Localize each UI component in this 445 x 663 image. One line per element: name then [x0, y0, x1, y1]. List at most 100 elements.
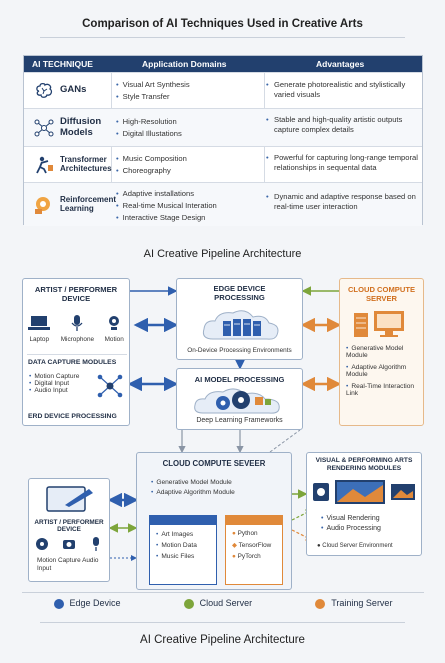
legend-label: Edge Device	[69, 598, 121, 609]
domain-item: Adaptive installations	[116, 189, 266, 198]
framework-item: ● Python	[232, 530, 282, 537]
footer-divider	[40, 622, 405, 623]
server-monitor-icon	[354, 311, 404, 337]
advantage-text: Powerful for capturing long-range tempor…	[266, 153, 419, 173]
performer-icon	[36, 156, 53, 173]
network-icon	[34, 119, 54, 136]
domain-list: Visual Art Synthesis Style Transfer	[116, 80, 266, 104]
header-domains: Application Domains	[142, 59, 227, 69]
tablet-stylus-icon	[46, 486, 93, 512]
domain-item: Digital Illustations	[116, 129, 266, 138]
artist-device-panel: ARTIST / PERFORMER DEVICE Laptop Microph…	[22, 278, 130, 426]
rendering-devices-icon	[313, 480, 415, 504]
framework-header	[226, 516, 282, 525]
advantage-text: Generate photorealistic and stylisticall…	[266, 80, 419, 100]
table-header: AI TECHNIQUE Application Domains Advanta…	[24, 56, 422, 72]
bottom-device-icons	[29, 537, 109, 551]
table-row: Reinforcement Learning Adaptive installa…	[24, 182, 422, 226]
data-store-card: Art Images Motion Data Music Files	[149, 515, 217, 585]
device-label: Microphone	[60, 336, 95, 343]
legend: Edge Device Cloud Server Training Server	[22, 592, 424, 614]
module-item: Generative Model Module	[346, 345, 422, 359]
legend-item-edge: Edge Device	[53, 598, 121, 609]
table-row: Transformer Architectures Music Composit…	[24, 146, 422, 182]
rendering-title: VISUAL & PERFORMING ARTS RENDERING MODUL…	[315, 457, 413, 473]
legend-item-cloud: Cloud Server	[183, 598, 253, 609]
capture-item: Audio Input	[29, 387, 79, 394]
technique-label: Diffusion Models	[60, 116, 102, 138]
domain-list: High-Resolution Digital Illustations	[116, 117, 266, 141]
ai-model-title: AI MODEL PROCESSING	[194, 375, 285, 384]
env-label: Cloud Server Environment	[322, 543, 393, 549]
artist-bottom-panel: ARTIST / PERFORMER DEVICE Motion Capture…	[28, 478, 110, 582]
device-label: Motion	[104, 336, 124, 343]
ai-model-caption: Deep Learning Frameworks	[196, 417, 283, 424]
domain-item: Visual Art Synthesis	[116, 80, 266, 89]
domain-item: High-Resolution	[116, 117, 266, 126]
framework-label: TensorFlow	[238, 542, 272, 549]
footer-title: AI Creative Pipeline Architecture	[140, 634, 305, 646]
module-item: Generative Model Module	[151, 479, 235, 486]
legend-label: Cloud Server	[199, 598, 253, 609]
technique-label: Transformer Architectures	[60, 154, 112, 173]
gears-icon	[194, 388, 280, 414]
edge-title: EDGE DEVICE PROCESSING	[213, 284, 266, 303]
legend-label: Training Server	[331, 598, 393, 609]
legend-swatch	[315, 598, 326, 609]
technique-label: Reinforcement Learning	[60, 194, 117, 213]
laptop-device[interactable]: Laptop	[28, 315, 51, 343]
technique-cell: GANs	[24, 73, 111, 108]
advantage-text: Dynamic and adaptive response based on r…	[266, 192, 419, 212]
network-hub-icon	[97, 374, 123, 398]
legend-item-training: Training Server	[315, 598, 392, 609]
capture-item: Digital Input	[29, 380, 79, 387]
page-title: Comparison of AI Techniques Used in Crea…	[82, 18, 363, 30]
framework-item: ● PyTorch	[232, 553, 282, 560]
framework-list: ● Python ◆ TensorFlow ● PyTorch	[226, 525, 282, 560]
section-title: AI Creative Pipeline Architecture	[143, 248, 302, 260]
edge-caption: On-Device Processing Environments	[187, 347, 292, 354]
artist-bottom-title: ARTIST / PERFORMER DEVICE	[34, 519, 104, 533]
domain-item: Style Transfer	[116, 92, 266, 101]
cloud-center-title: CLOUD COMPUTE SEVEER	[162, 459, 266, 468]
microphone-device[interactable]: Microphone	[61, 315, 94, 343]
technique-cell: Reinforcement Learning	[24, 183, 116, 226]
artist-device-title: ARTIST / PERFORMER DEVICE	[34, 285, 118, 303]
gear-icon	[36, 538, 49, 550]
techniques-table: AI TECHNIQUE Application Domains Advanta…	[23, 55, 423, 226]
cloud-server-icon	[202, 310, 279, 340]
column-divider	[264, 72, 265, 226]
rendering-env: ● Cloud Server Environment	[317, 543, 393, 549]
data-item: Motion Data	[156, 542, 212, 549]
device-label: Laptop	[29, 336, 49, 343]
cloud-center-panel: CLOUD COMPUTE SEVEER Generative Model Mo…	[136, 452, 292, 590]
table-row: GANs Visual Art Synthesis Style Transfer…	[24, 72, 422, 108]
module-item: Adaptive Algorithm Module	[151, 489, 234, 496]
microphone-icon	[71, 315, 83, 331]
rendering-panel: VISUAL & PERFORMING ARTS RENDERING MODUL…	[306, 452, 422, 556]
microphone-icon	[92, 537, 99, 551]
header-advantages: Advantages	[316, 59, 365, 69]
rendering-list: Visual Rendering Audio Processing	[321, 515, 380, 532]
domain-item: Interactive Stage Design	[116, 213, 266, 222]
technique-label: GANs	[60, 84, 87, 96]
domain-item: Music Composition	[116, 154, 266, 163]
domain-item: Real-time Musical Interation	[116, 201, 266, 210]
motion-device[interactable]: Motion	[105, 315, 124, 343]
ai-model-panel: AI MODEL PROCESSING Deep Learning Framew…	[176, 368, 303, 430]
data-capture-list: Motion Capture Digital Input Audio Input	[29, 373, 79, 394]
cloud-compute-list: Generative Model Module Adaptive Algorit…	[346, 345, 422, 397]
edge-processing-panel: EDGE DEVICE PROCESSING On-Device Process…	[176, 278, 303, 360]
artist-bottom-caption: Motion Capture Audio Input	[37, 557, 99, 572]
panel-divider	[27, 354, 127, 355]
pytorch-icon: ●	[232, 553, 236, 560]
domain-list: Music Composition Choreography	[116, 154, 266, 178]
cloud-compute-panel: CLOUD COMPUTE SERVER Generative Model Mo…	[339, 278, 424, 426]
tensorflow-icon: ◆	[232, 542, 237, 549]
data-capture-title: DATA CAPTURE MODULES	[28, 359, 117, 366]
framework-card: ● Python ◆ TensorFlow ● PyTorch	[225, 515, 283, 585]
cloud-center-modules: Generative Model Module Adaptive Algorit…	[151, 479, 235, 496]
legend-swatch	[183, 598, 194, 609]
device-row: Laptop Microphone Motion	[23, 315, 129, 343]
